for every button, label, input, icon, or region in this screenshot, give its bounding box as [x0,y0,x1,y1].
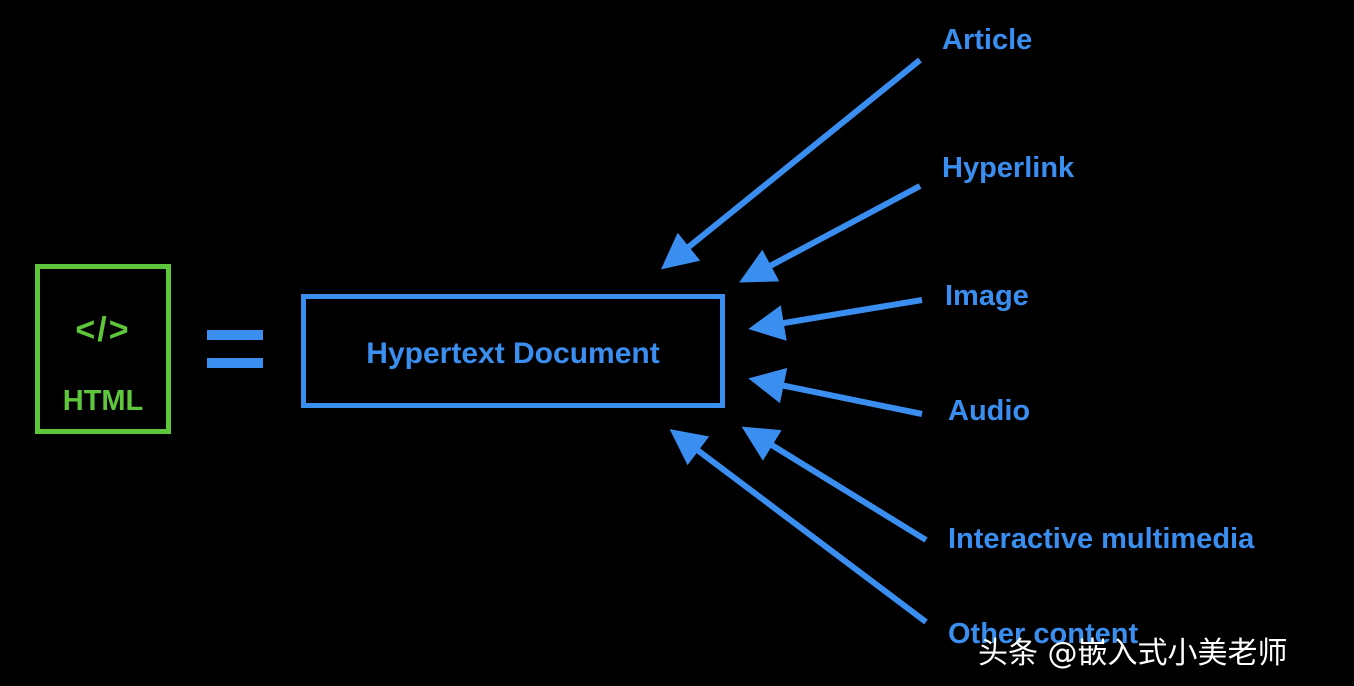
arrow-hyperlink [739,183,922,283]
label-audio: Audio [948,395,1031,427]
label-hyperlink: Hyperlink [942,152,1075,184]
label-image: Image [945,280,1029,312]
label-interactive-multimedia: Interactive multimedia [948,523,1255,555]
arrow-image [748,297,923,341]
watermark: 头条 @嵌入式小美老师 [978,636,1288,671]
label-article: Article [942,24,1033,56]
arrow-article [661,57,922,270]
html-file-box: </> HTML [35,264,171,434]
html-label: HTML [62,385,144,417]
arrow-other-content [669,429,928,625]
equals-sign [207,330,263,368]
equals-bar-bottom [207,358,263,368]
code-tag-icon: </> [75,311,131,349]
arrow-interactive-multimedia [741,426,928,543]
equals-bar-top [207,330,263,340]
arrow-audio [748,367,923,417]
hypertext-document-label: Hypertext Document [366,337,660,370]
hypertext-document-box: Hypertext Document [301,294,725,408]
label-other-content: Other content [948,618,1139,650]
